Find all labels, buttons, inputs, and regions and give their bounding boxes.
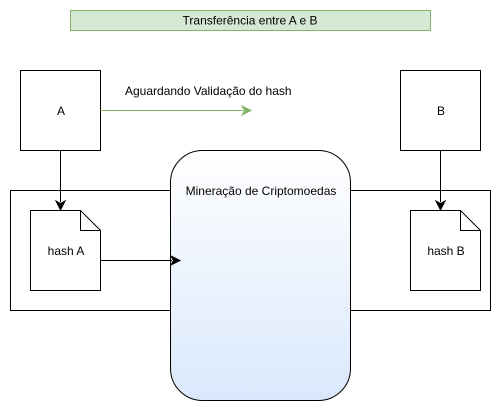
title-label: Transferência entre A e B xyxy=(183,14,318,28)
hash-a-fold-icon xyxy=(80,210,101,231)
title-box xyxy=(70,10,431,31)
hash-a-document[interactable]: hash A xyxy=(30,210,101,291)
title-banner[interactable]: Transferência entre A e B xyxy=(70,10,431,31)
edge-hash-a-arrowhead-icon xyxy=(169,254,182,267)
node-a-box xyxy=(20,70,101,151)
mining-label: Mineração de Criptomoedas xyxy=(186,184,337,198)
pending-edge-label: Aguardando Validação do hash xyxy=(125,84,292,98)
edge-b-to-hash-b[interactable] xyxy=(434,150,447,212)
node-a[interactable]: A xyxy=(20,70,101,151)
edge-b-arrowhead-icon xyxy=(434,199,447,212)
edge-a-to-hash-a[interactable] xyxy=(54,150,67,212)
edge-a-arrowhead-icon xyxy=(54,199,67,212)
hash-b-document[interactable]: hash B xyxy=(410,210,481,291)
mining-node[interactable]: Mineração de Criptomoedas xyxy=(170,150,351,401)
hash-a-label: hash A xyxy=(48,244,85,258)
pending-arrowhead-icon xyxy=(240,104,253,117)
node-b[interactable]: B xyxy=(400,70,481,151)
mining-box xyxy=(170,150,351,401)
hash-b-label: hash B xyxy=(427,244,464,258)
node-a-label: A xyxy=(57,104,65,118)
hash-b-fold-icon xyxy=(460,210,481,231)
node-b-box xyxy=(400,70,481,151)
edge-hash-a-to-mining[interactable] xyxy=(100,254,182,267)
node-b-label: B xyxy=(437,104,445,118)
pending-edge[interactable]: Aguardando Validação do hash xyxy=(100,84,292,117)
